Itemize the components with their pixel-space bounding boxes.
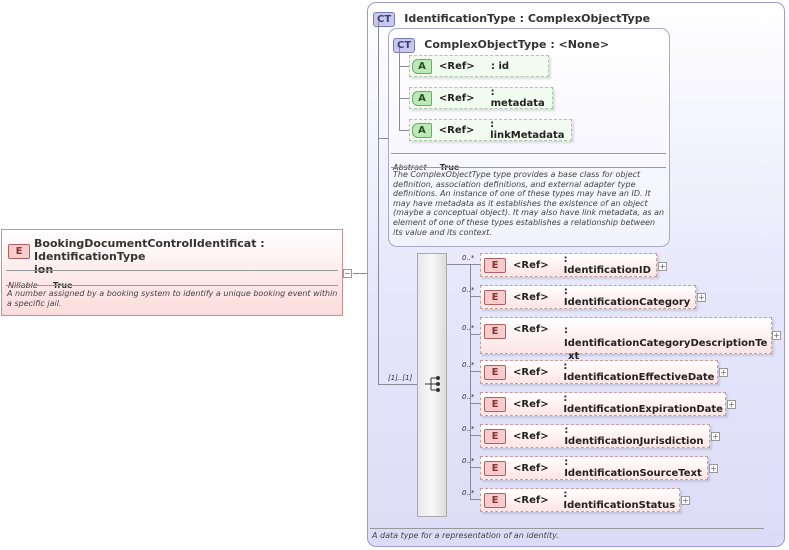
element-identification-jurisdiction[interactable]: E <Ref> : IdentificationJurisdiction bbox=[480, 424, 710, 448]
element-identification-id[interactable]: E <Ref> : IdentificationID bbox=[480, 253, 657, 277]
element-badge: E bbox=[484, 396, 506, 412]
expand-toggle[interactable]: + bbox=[709, 464, 718, 473]
element-cardinality: 0..* bbox=[462, 286, 475, 294]
expand-toggle[interactable]: + bbox=[711, 432, 720, 441]
attribute-link-metadata[interactable]: A <Ref> : linkMetadata bbox=[409, 119, 572, 141]
element-badge: E bbox=[484, 492, 506, 508]
expand-toggle[interactable]: + bbox=[727, 400, 736, 409]
expand-toggle[interactable]: + bbox=[697, 293, 706, 302]
element-cardinality: 0..* bbox=[462, 393, 475, 401]
sequence-cardinality: [1]..[1] bbox=[388, 374, 413, 382]
expand-toggle[interactable]: + bbox=[658, 262, 667, 271]
element-cardinality: 0..* bbox=[462, 254, 475, 262]
element-cardinality: 0..* bbox=[462, 361, 475, 369]
element-cardinality: 0..* bbox=[462, 457, 475, 465]
root-element-description: A number assigned by a booking system to… bbox=[7, 289, 338, 308]
expand-toggle[interactable]: + bbox=[772, 331, 781, 340]
element-cardinality: 0..* bbox=[462, 425, 475, 433]
element-identification-effective-date[interactable]: E <Ref> : IdentificationEffectiveDate bbox=[480, 360, 718, 384]
expand-toggle[interactable]: + bbox=[681, 496, 690, 505]
root-element-box[interactable]: E BookingDocumentControlIdentificat : Id… bbox=[1, 229, 343, 316]
sequence-box[interactable] bbox=[417, 253, 447, 517]
element-badge: E bbox=[8, 244, 30, 259]
complex-object-type-title: ComplexObjectType : <None> bbox=[424, 38, 610, 51]
attribute-id[interactable]: A <Ref> : id bbox=[409, 55, 549, 77]
element-cardinality: 0..* bbox=[462, 324, 475, 332]
element-badge: E bbox=[484, 364, 506, 380]
complex-type-badge: CT bbox=[373, 12, 396, 27]
element-identification-category[interactable]: E <Ref> : IdentificationCategory bbox=[480, 285, 696, 309]
identification-type-header: CT IdentificationType : ComplexObjectTyp… bbox=[373, 7, 650, 27]
element-badge: E bbox=[484, 428, 506, 444]
complex-type-badge: CT bbox=[393, 38, 416, 53]
complex-object-type-header: CT ComplexObjectType : <None> bbox=[393, 33, 609, 53]
attribute-badge: A bbox=[412, 58, 432, 74]
collapse-toggle[interactable]: − bbox=[343, 269, 352, 278]
element-identification-category-description-text[interactable]: E <Ref> : IdentificationCategoryDescript… bbox=[480, 317, 772, 362]
element-identification-status[interactable]: E <Ref> : IdentificationStatus bbox=[480, 488, 680, 512]
element-badge: E bbox=[484, 324, 506, 339]
identification-type-title: IdentificationType : ComplexObjectType bbox=[404, 12, 651, 25]
identification-type-description: A data type for a representation of an i… bbox=[372, 531, 559, 540]
attribute-metadata[interactable]: A <Ref> : metadata bbox=[409, 87, 553, 109]
element-badge: E bbox=[484, 257, 506, 273]
element-identification-source-text[interactable]: E <Ref> : IdentificationSourceText bbox=[480, 456, 708, 480]
element-cardinality: 0..* bbox=[462, 489, 475, 497]
sequence-icon bbox=[424, 375, 442, 393]
element-badge: E bbox=[484, 289, 506, 305]
attribute-badge: A bbox=[412, 90, 432, 106]
element-identification-expiration-date[interactable]: E <Ref> : IdentificationExpirationDate bbox=[480, 392, 726, 416]
element-badge: E bbox=[484, 460, 506, 476]
complex-object-type-description: The ComplexObjectType type provides a ba… bbox=[393, 170, 665, 237]
root-element-name: BookingDocumentControlIdentificat : Iden… bbox=[34, 237, 265, 276]
attribute-badge: A bbox=[412, 122, 432, 138]
expand-toggle[interactable]: + bbox=[719, 368, 728, 377]
